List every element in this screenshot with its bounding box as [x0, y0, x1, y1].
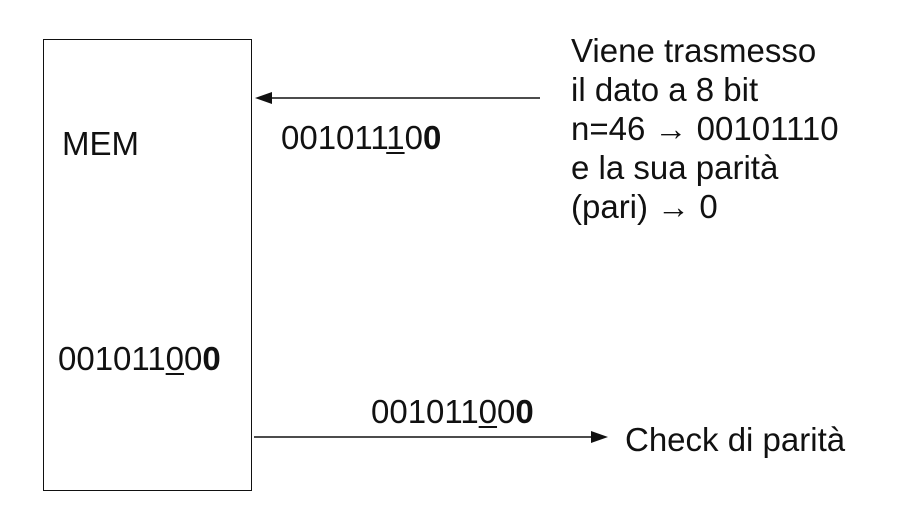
- incoming-word-prefix: 001011: [281, 119, 387, 156]
- incoming-word-underlined-bit: 1: [386, 119, 405, 156]
- incoming-word-parity-bit: 0: [422, 119, 442, 156]
- description-line-3: n=46 → 00101110: [571, 110, 839, 147]
- memory-label: MEM: [62, 125, 139, 162]
- description-block: Viene trasmesso il dato a 8 bit n=46 → 0…: [571, 31, 839, 226]
- outgoing-word: 001011000: [371, 395, 534, 428]
- stored-word-underlined-bit: 0: [165, 340, 185, 377]
- stored-word: 001011000: [58, 342, 221, 375]
- description-line-4: e la sua parità: [571, 149, 779, 186]
- description-line-2: il dato a 8 bit: [571, 71, 759, 108]
- outgoing-word-underlined-bit: 0: [478, 393, 498, 430]
- outgoing-word-prefix: 001011: [371, 393, 479, 430]
- description-line-1: Viene trasmesso: [571, 32, 817, 69]
- incoming-arrow: [255, 92, 540, 104]
- outgoing-word-middle: 0: [497, 393, 516, 430]
- incoming-word-middle: 0: [404, 119, 423, 156]
- parity-check-label: Check di parità: [625, 421, 846, 458]
- stored-word-parity-bit: 0: [202, 340, 221, 377]
- outgoing-arrow: [254, 431, 608, 443]
- stored-word-prefix: 001011: [58, 340, 166, 377]
- description-line-5: (pari) → 0: [571, 188, 718, 225]
- outgoing-word-parity-bit: 0: [515, 393, 534, 430]
- incoming-word: 001011100: [281, 121, 441, 154]
- memory-box: [43, 39, 252, 491]
- stored-word-middle: 0: [184, 340, 203, 377]
